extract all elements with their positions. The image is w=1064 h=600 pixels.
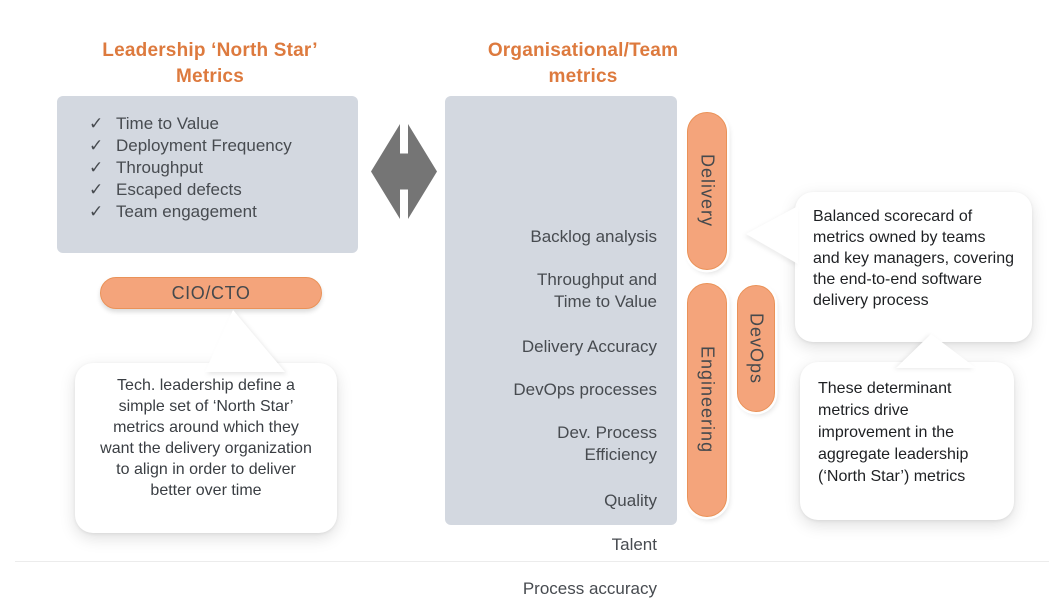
- determinant-bubble-tail: [896, 334, 976, 368]
- team-metric-item: DevOps processes: [513, 380, 657, 399]
- check-icon: ✓: [89, 136, 104, 155]
- cio-cto-pill: CIO/CTO: [100, 277, 322, 309]
- team-metric-item: Process accuracy: [522, 579, 657, 598]
- leadership-note-bubble: Tech. leadership define a simple set of …: [75, 363, 337, 533]
- check-icon: ✓: [89, 114, 104, 133]
- metric-label: Throughput: [116, 158, 203, 177]
- leadership-metrics-list: ✓ Time to Value ✓ Deployment Frequency ✓…: [89, 113, 292, 223]
- metric-label: Time to Value: [116, 114, 219, 133]
- team-metric-item: Quality: [604, 491, 657, 510]
- check-icon: ✓: [89, 180, 104, 199]
- team-metric-item: Backlog analysis: [530, 227, 657, 246]
- check-icon: ✓: [89, 202, 104, 221]
- tag-delivery: Delivery: [687, 112, 727, 270]
- team-metrics-title: Organisational/Team metrics: [487, 40, 679, 87]
- diagram-canvas: Leadership ‘North Star’ Metrics ✓ Time t…: [15, 40, 1049, 598]
- metric-label: Deployment Frequency: [116, 136, 292, 155]
- leadership-metrics-panel: ✓ Time to Value ✓ Deployment Frequency ✓…: [57, 96, 358, 253]
- tag-devops: DevOps: [737, 285, 775, 412]
- leadership-metrics-title: Leadership ‘North Star’ Metrics: [102, 40, 318, 87]
- team-metrics-panel: Backlog analysis Throughput and Time to …: [445, 96, 677, 598]
- team-metric-item: Dev. Process Efficiency: [557, 423, 657, 464]
- metric-item: ✓ Deployment Frequency: [89, 135, 292, 157]
- bottom-divider: [15, 561, 1049, 562]
- determinant-callout-bubble: These determinant metrics drive improvem…: [800, 362, 1014, 520]
- team-metric-item: Delivery Accuracy: [521, 337, 657, 356]
- team-metric-item: Talent: [611, 535, 657, 554]
- metric-label: Escaped defects: [116, 180, 242, 199]
- metric-item: ✓ Time to Value: [89, 113, 292, 135]
- scorecard-bubble-tail: [746, 206, 798, 264]
- metric-item: ✓ Throughput: [89, 157, 292, 179]
- left-right-arrow-icon: [371, 124, 437, 219]
- metric-label: Team engagement: [116, 202, 257, 221]
- team-metric-item: Throughput and Time to Value: [536, 270, 657, 311]
- note-bubble-tail: [205, 310, 285, 372]
- scorecard-callout-bubble: Balanced scorecard of metrics owned by t…: [795, 192, 1032, 342]
- tag-engineering: Engineering: [687, 283, 727, 517]
- metric-item: ✓ Escaped defects: [89, 179, 292, 201]
- check-icon: ✓: [89, 158, 104, 177]
- metric-item: ✓ Team engagement: [89, 201, 292, 223]
